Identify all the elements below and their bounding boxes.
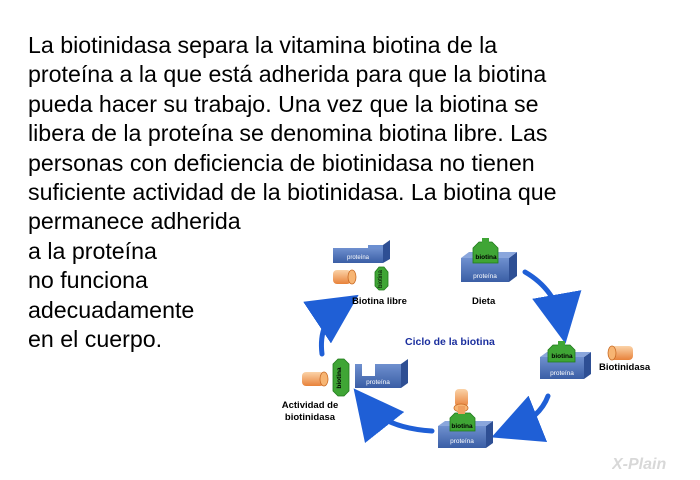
label-actividad-line2: biotinidasa	[285, 412, 336, 423]
bound-block-bottom: biotina proteína	[438, 412, 493, 448]
protein-label: proteína	[473, 273, 497, 280]
enzyme-top	[333, 269, 357, 285]
label-biotinidasa: Biotinidasa	[599, 362, 651, 373]
protein-block-top: proteína	[333, 240, 390, 263]
biotin-label: biotina	[451, 423, 473, 430]
cycle-arrows	[303, 269, 582, 444]
paragraph-line: La biotinidasa separa la vitamina biotin…	[28, 32, 498, 58]
bound-block-right: biotina proteína	[540, 341, 591, 379]
arrow-actividad-to-libre	[303, 294, 359, 357]
paragraph-line: proteína a la que está adherida para que…	[28, 61, 547, 88]
paragraph-line: no funciona	[28, 267, 148, 294]
paragraph-line: a la proteína	[28, 237, 157, 264]
xplain-logo: X-Plain	[612, 456, 666, 473]
label-dieta: Dieta	[472, 296, 496, 307]
free-biotin: biotina	[374, 266, 389, 291]
paragraph-line: permanece adherida	[28, 208, 241, 235]
actividad-group: biotina proteína	[302, 358, 408, 397]
logo-text: X-Plain	[612, 456, 666, 473]
paragraph-line: pueda hacer su trabajo. Una vez que la b…	[28, 90, 539, 117]
arrow-bound-to-enzyme	[491, 393, 551, 443]
paragraph-line: suficiente actividad de la biotinidasa. …	[28, 179, 557, 206]
intro-paragraph: La biotinidasa separa la vitamina biotin…	[28, 31, 688, 354]
biotin-label: biotina	[475, 254, 497, 261]
dieta-block: biotina proteína	[461, 238, 517, 282]
paragraph-line: en el cuerpo.	[28, 326, 163, 353]
protein-label: proteína	[550, 370, 574, 377]
protein-label: proteína	[347, 255, 370, 261]
biotin-label: biotina	[378, 270, 384, 288]
paragraph-line: libera de la proteína se denomina biotin…	[28, 120, 548, 147]
protein-label: proteína	[450, 438, 474, 445]
label-biotina-libre: Biotina libre	[352, 296, 407, 307]
paragraph-line: adecuadamente	[28, 296, 195, 323]
arrow-dieta-to-bound	[522, 269, 582, 344]
label-actividad-line1: Actividad de	[282, 400, 339, 411]
enzyme-bottom	[453, 389, 469, 414]
paragraph-line: personas con deficiencia de biotinidasa …	[28, 149, 535, 176]
protein-label: proteína	[366, 379, 390, 386]
arrow-enzyme-to-actividad	[353, 388, 435, 444]
label-ciclo: Ciclo de la biotina	[405, 336, 495, 348]
biotin-label: biotina	[336, 367, 343, 389]
enzyme-right	[607, 345, 633, 361]
biotin-label: biotina	[551, 353, 573, 360]
